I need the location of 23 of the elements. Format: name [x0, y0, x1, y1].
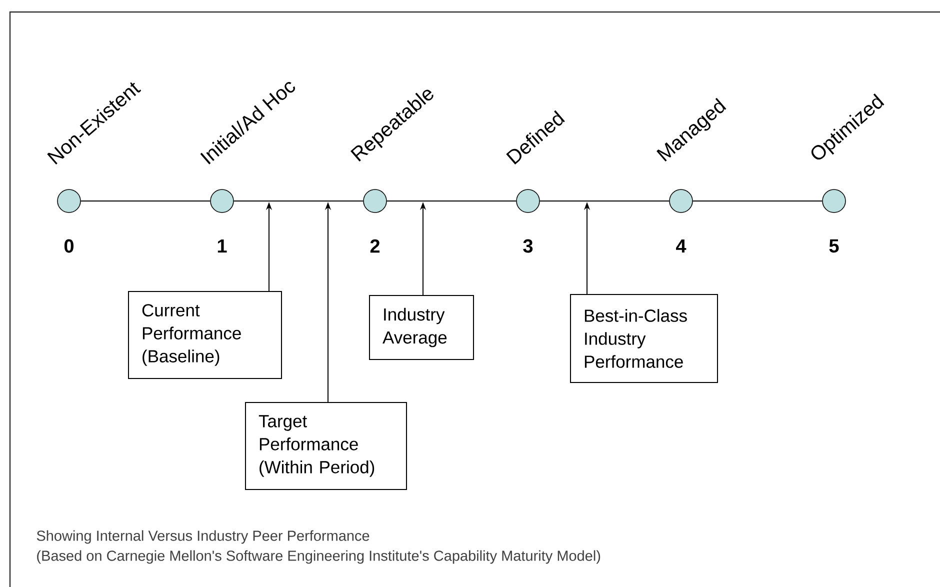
connector-line — [80, 200, 211, 202]
level-number: 0 — [64, 239, 74, 253]
level-number: 4 — [676, 239, 686, 253]
level-number: 1 — [218, 239, 227, 253]
level-number: 5 — [829, 239, 839, 253]
callout-box: Best-in-Class Industry Performance — [570, 294, 718, 383]
level-circle — [822, 189, 846, 213]
level-circle — [363, 189, 387, 213]
level-circle — [57, 189, 81, 213]
level-number: 3 — [523, 239, 533, 253]
connector-line — [386, 200, 517, 202]
callout-box: Target Performance (Within Period) — [245, 402, 407, 490]
connector-line — [539, 200, 670, 202]
note-text: (Based on Carnegie Mellon's Software Engineering Institute's Capability Maturity Model) — [37, 550, 600, 564]
level-circle — [669, 189, 693, 213]
callout-box: Current Performance (Baseline) — [128, 291, 282, 379]
level-number: 2 — [370, 239, 380, 253]
level-circle — [516, 189, 540, 213]
level-circle — [210, 189, 234, 213]
note-text: Showing Internal Versus Industry Peer Performance — [36, 530, 370, 544]
connector-line — [233, 200, 364, 202]
connector-line — [692, 200, 823, 202]
callout-box: Industry Average — [369, 295, 474, 360]
